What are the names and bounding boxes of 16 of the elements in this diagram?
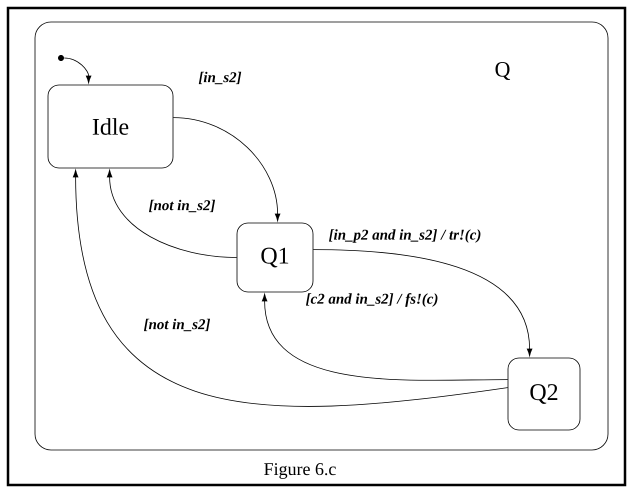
state-name: Q — [496, 62, 510, 80]
state-box: Q1 — [236, 222, 314, 292]
arrow — [173, 117, 280, 222]
edge-label: [not in_s2] — [142, 318, 212, 332]
arrow — [313, 249, 532, 356]
edge-label: [not in_s2] — [148, 198, 216, 214]
caption: Figure 6.c — [264, 463, 336, 479]
edge-label: [c2 and in_s2] / fs!(c) — [304, 292, 440, 308]
arrow — [106, 170, 237, 258]
edge-label: [in_p2 and in_s2] / tr!(c) — [328, 228, 482, 244]
arrow — [72, 170, 508, 406]
arrow — [64, 58, 92, 84]
state-box: Q2 — [508, 358, 580, 430]
arrow — [262, 294, 508, 381]
edge-label: [in_s2] — [197, 70, 243, 86]
state-box: Idle — [48, 84, 174, 168]
